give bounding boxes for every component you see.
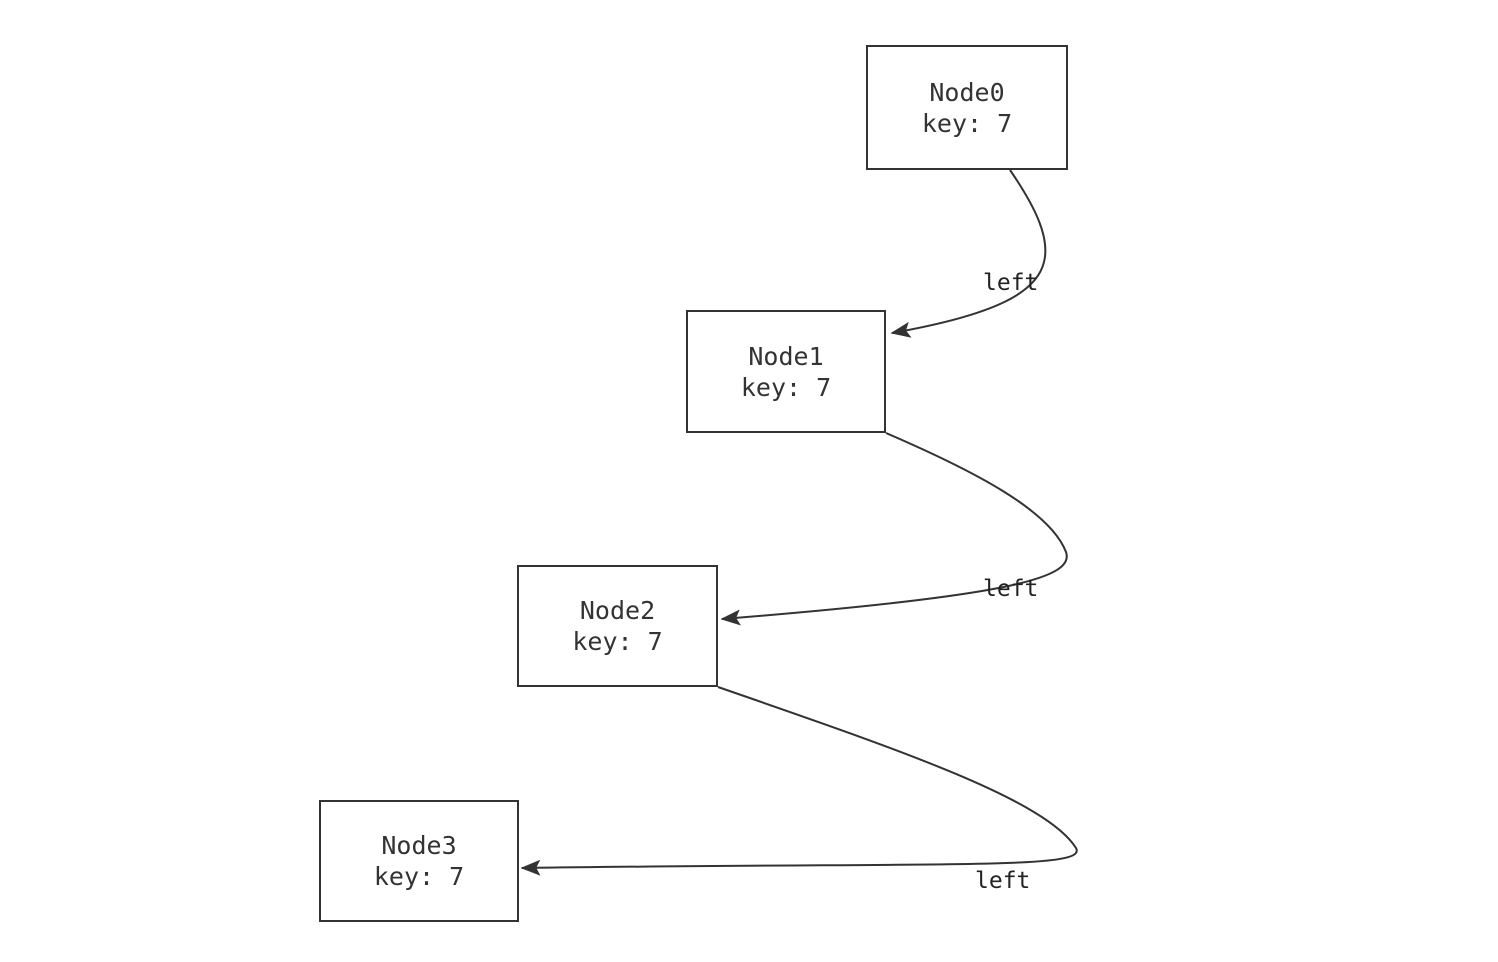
node-title: Node1 bbox=[748, 341, 824, 371]
node-title: Node0 bbox=[929, 77, 1005, 107]
edge-node0-node1 bbox=[890, 169, 1047, 338]
node-key: key: 7 bbox=[740, 372, 832, 402]
node-key: key: 7 bbox=[572, 627, 663, 656]
edge-label-0-1: left bbox=[983, 270, 1039, 296]
node-box-node2[interactable]: Node2 key: 7 bbox=[517, 565, 718, 687]
node-box-node3[interactable]: Node3 key: 7 bbox=[319, 800, 519, 922]
node-key: key: 7 bbox=[921, 108, 1013, 138]
edge-label-2-3: left bbox=[975, 868, 1031, 894]
node-box-node0[interactable]: Node0 key: 7 bbox=[866, 45, 1068, 170]
node-title: Node3 bbox=[381, 831, 457, 860]
edge-node1-node2 bbox=[720, 432, 1068, 626]
edge-node2-node3 bbox=[520, 686, 1078, 876]
node-key: key: 7 bbox=[373, 862, 465, 891]
edge-paths bbox=[520, 169, 1078, 876]
node-title: Node2 bbox=[579, 596, 656, 625]
edge-label-1-2: left bbox=[983, 576, 1039, 602]
node-box-node1[interactable]: Node1 key: 7 bbox=[686, 310, 886, 433]
